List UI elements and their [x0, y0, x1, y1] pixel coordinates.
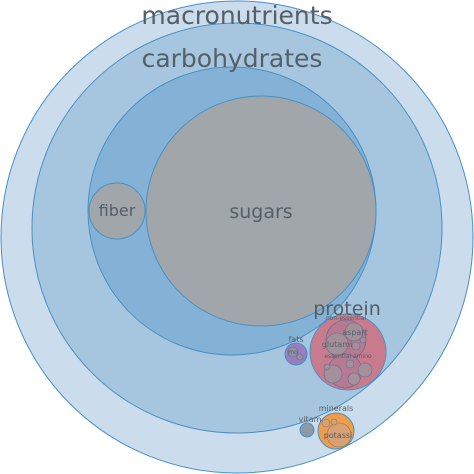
label-minerals: minerals	[319, 404, 354, 413]
label-protein: protein	[313, 298, 381, 320]
circle-vitamins	[299, 422, 315, 438]
circle-potassium	[326, 422, 352, 448]
circle-fiber	[88, 182, 146, 240]
label-fats-sub: mo	[288, 349, 298, 356]
circle-minerals-small-a	[321, 418, 331, 428]
circle-essential-b	[347, 372, 361, 386]
circle-minerals-small-b	[330, 418, 338, 426]
label-sugars: sugars	[229, 201, 292, 223]
label-aspartic: aspart	[342, 328, 367, 337]
circle-fats-sub-b	[296, 353, 304, 361]
label-macronutrients: macronutrients	[141, 1, 332, 30]
circle-essential-e	[323, 363, 331, 371]
circle-protein-small-b	[359, 336, 367, 344]
label-vitamins: vitam	[299, 415, 322, 424]
label-fiber: fiber	[99, 201, 136, 220]
label-essential: essential amino	[324, 353, 372, 360]
circle-sugars	[145, 95, 377, 327]
circle-essential-c	[357, 362, 373, 378]
circle-glutamic	[325, 332, 349, 356]
label-potassium: potassi	[324, 431, 353, 440]
circle-aspartic	[344, 322, 364, 342]
circle-fats-sub-a	[287, 346, 299, 358]
label-carbohydrates: carbohydrates	[142, 44, 323, 73]
label-glutamic: glutami	[322, 340, 352, 349]
circle-protein-small-a	[351, 341, 361, 351]
label-non-essential: non-essential	[326, 315, 367, 322]
label-fats: fats	[288, 335, 303, 344]
circle-essential-d	[345, 359, 355, 369]
